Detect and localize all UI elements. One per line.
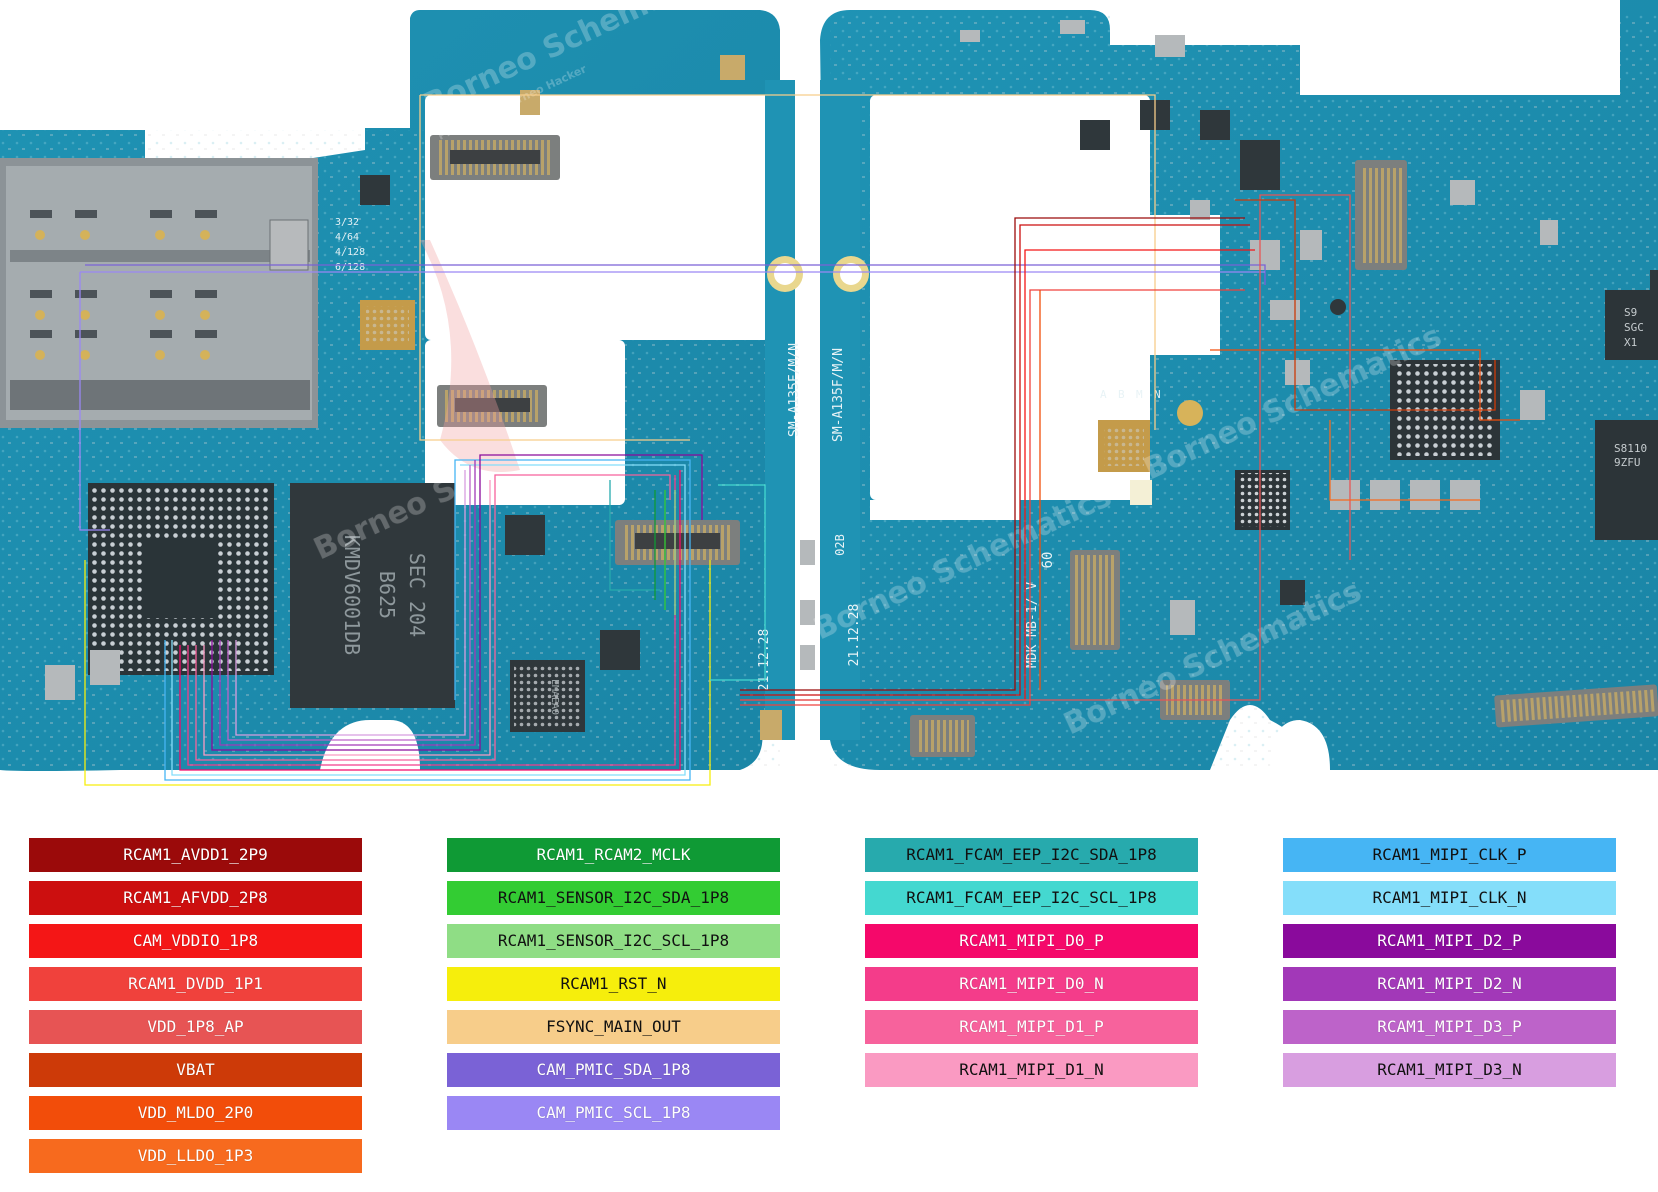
camera-connector (615, 520, 740, 565)
cutout-right-mid (1150, 215, 1220, 355)
chip-corner-line1: S9 (1624, 306, 1637, 319)
legend-item-cam-pmic-scl: CAM_PMIC_SCL_1P8 (447, 1096, 780, 1130)
legend-item-mipi-d3-p: RCAM1_MIPI_D3_P (1283, 1010, 1616, 1044)
legend-item-vdd-1p8-ap: VDD_1P8_AP (29, 1010, 362, 1044)
connector-long-right (1494, 684, 1658, 728)
legend-item-rcam1-avdd1-2p9: RCAM1_AVDD1_2P9 (29, 838, 362, 872)
legend-item-mipi-d2-n: RCAM1_MIPI_D2_N (1283, 967, 1616, 1001)
pcb-number-label: 60 (1040, 552, 1056, 569)
legend-item-fcam-eep-i2c-sda: RCAM1_FCAM_EEP_I2C_SDA_1P8 (865, 838, 1198, 872)
legend-item-vbat: VBAT (29, 1053, 362, 1087)
bga-right-small (1235, 470, 1290, 530)
legend-item-rcam1-rst-n: RCAM1_RST_N (447, 967, 780, 1001)
pmic-chip: EMAEA0 (510, 660, 585, 732)
memory-chip: SEC 204 B625 KMDV6001DB (290, 483, 455, 708)
chip-corner-line2: SGC (1624, 321, 1644, 334)
legend-item-mipi-d2-p: RCAM1_MIPI_D2_P (1283, 924, 1616, 958)
memory-chip-label-1: SEC 204 (405, 553, 429, 637)
legend-item-vdd-mldo-2p0: VDD_MLDO_2P0 (29, 1096, 362, 1130)
legend-item-fsync-main-out: FSYNC_MAIN_OUT (447, 1010, 780, 1044)
silk-capacity-1: 3/32 (335, 217, 359, 228)
legend-item-rcam1-sensor-i2c-scl: RCAM1_SENSOR_I2C_SCL_1P8 (447, 924, 780, 958)
chip-corner: S9 SGC X1 (1605, 290, 1658, 360)
silk-letter-a: A (1100, 388, 1107, 401)
legend-item-fcam-eep-i2c-scl: RCAM1_FCAM_EEP_I2C_SCL_1P8 (865, 881, 1198, 915)
cutout-left-notch (570, 470, 620, 505)
cutout-left-upper (425, 95, 770, 340)
connector-bottom-left-right-board (910, 715, 975, 757)
watermark-swoosh (420, 240, 520, 472)
chip-corner-line3: X1 (1624, 336, 1637, 349)
connector-mid-left (437, 385, 547, 427)
legend-item-mipi-d1-n: RCAM1_MIPI_D1_N (865, 1053, 1198, 1087)
connector-bottom-right (1070, 550, 1120, 650)
pcb-board-view: 3/32 4/64 4/128 6/128 (0, 0, 1658, 786)
pmic-chip-label: EMAEA0 (549, 679, 560, 715)
legend-item-rcam1-sensor-i2c-sda: RCAM1_SENSOR_I2C_SDA_1P8 (447, 881, 780, 915)
date-label-right: 21.12.28 (847, 604, 862, 667)
chip-right-edge-line2: 9ZFU (1614, 456, 1641, 469)
legend-item-cam-vddio-1p8: CAM_VDDIO_1P8 (29, 924, 362, 958)
memory-chip-label-2: B625 (375, 571, 399, 619)
legend-item-rcam1-rcam2-mclk: RCAM1_RCAM2_MCLK (447, 838, 780, 872)
pcb-revision-label: 02B (833, 534, 847, 556)
silk-letter-m: M (1136, 388, 1143, 401)
small-components (45, 20, 1558, 740)
model-label-left: SM-A135F/M/N (787, 343, 802, 437)
silk-capacity-3: 4/128 (335, 247, 365, 258)
soc-bga (88, 483, 274, 675)
memory-chip-label-3: KMDV6001DB (340, 535, 364, 655)
legend-item-mipi-clk-p: RCAM1_MIPI_CLK_P (1283, 838, 1616, 872)
silk-capacity-4: 6/128 (335, 262, 365, 273)
legend-item-mipi-d0-p: RCAM1_MIPI_D0_P (865, 924, 1198, 958)
legend-item-vdd-lldo-1p3: VDD_LLDO_1P3 (29, 1139, 362, 1173)
legend-item-rcam1-dvdd-1p1: RCAM1_DVDD_1P1 (29, 967, 362, 1001)
signal-traces (79, 94, 1520, 786)
connector-top-left (430, 135, 560, 180)
sim-card-tray (0, 158, 318, 428)
cutout-right-upper (870, 95, 1150, 500)
silk-letter-n: N (1154, 388, 1161, 401)
pcb-vendor-label: MDK MB-1/ V (1025, 582, 1040, 668)
legend-item-mipi-d1-p: RCAM1_MIPI_D1_P (865, 1010, 1198, 1044)
legend-item-mipi-clk-n: RCAM1_MIPI_CLK_N (1283, 881, 1616, 915)
fiducial-right (1177, 400, 1203, 426)
legend-item-cam-pmic-sda: CAM_PMIC_SDA_1P8 (447, 1053, 780, 1087)
legend-item-rcam1-afvdd-2p8: RCAM1_AFVDD_2P8 (29, 881, 362, 915)
legend-item-mipi-d0-n: RCAM1_MIPI_D0_N (865, 967, 1198, 1001)
silk-letter-b: B (1118, 388, 1125, 401)
model-label-right: SM-A135F/M/N (831, 348, 846, 442)
chip-right-edge-line1: S8110 (1614, 442, 1647, 455)
legend-item-mipi-d3-n: RCAM1_MIPI_D3_N (1283, 1053, 1616, 1087)
connector-top-right (1355, 160, 1407, 270)
chip-right-edge: S8110 9ZFU (1595, 420, 1658, 540)
silk-capacity-2: 4/64 (335, 232, 359, 243)
